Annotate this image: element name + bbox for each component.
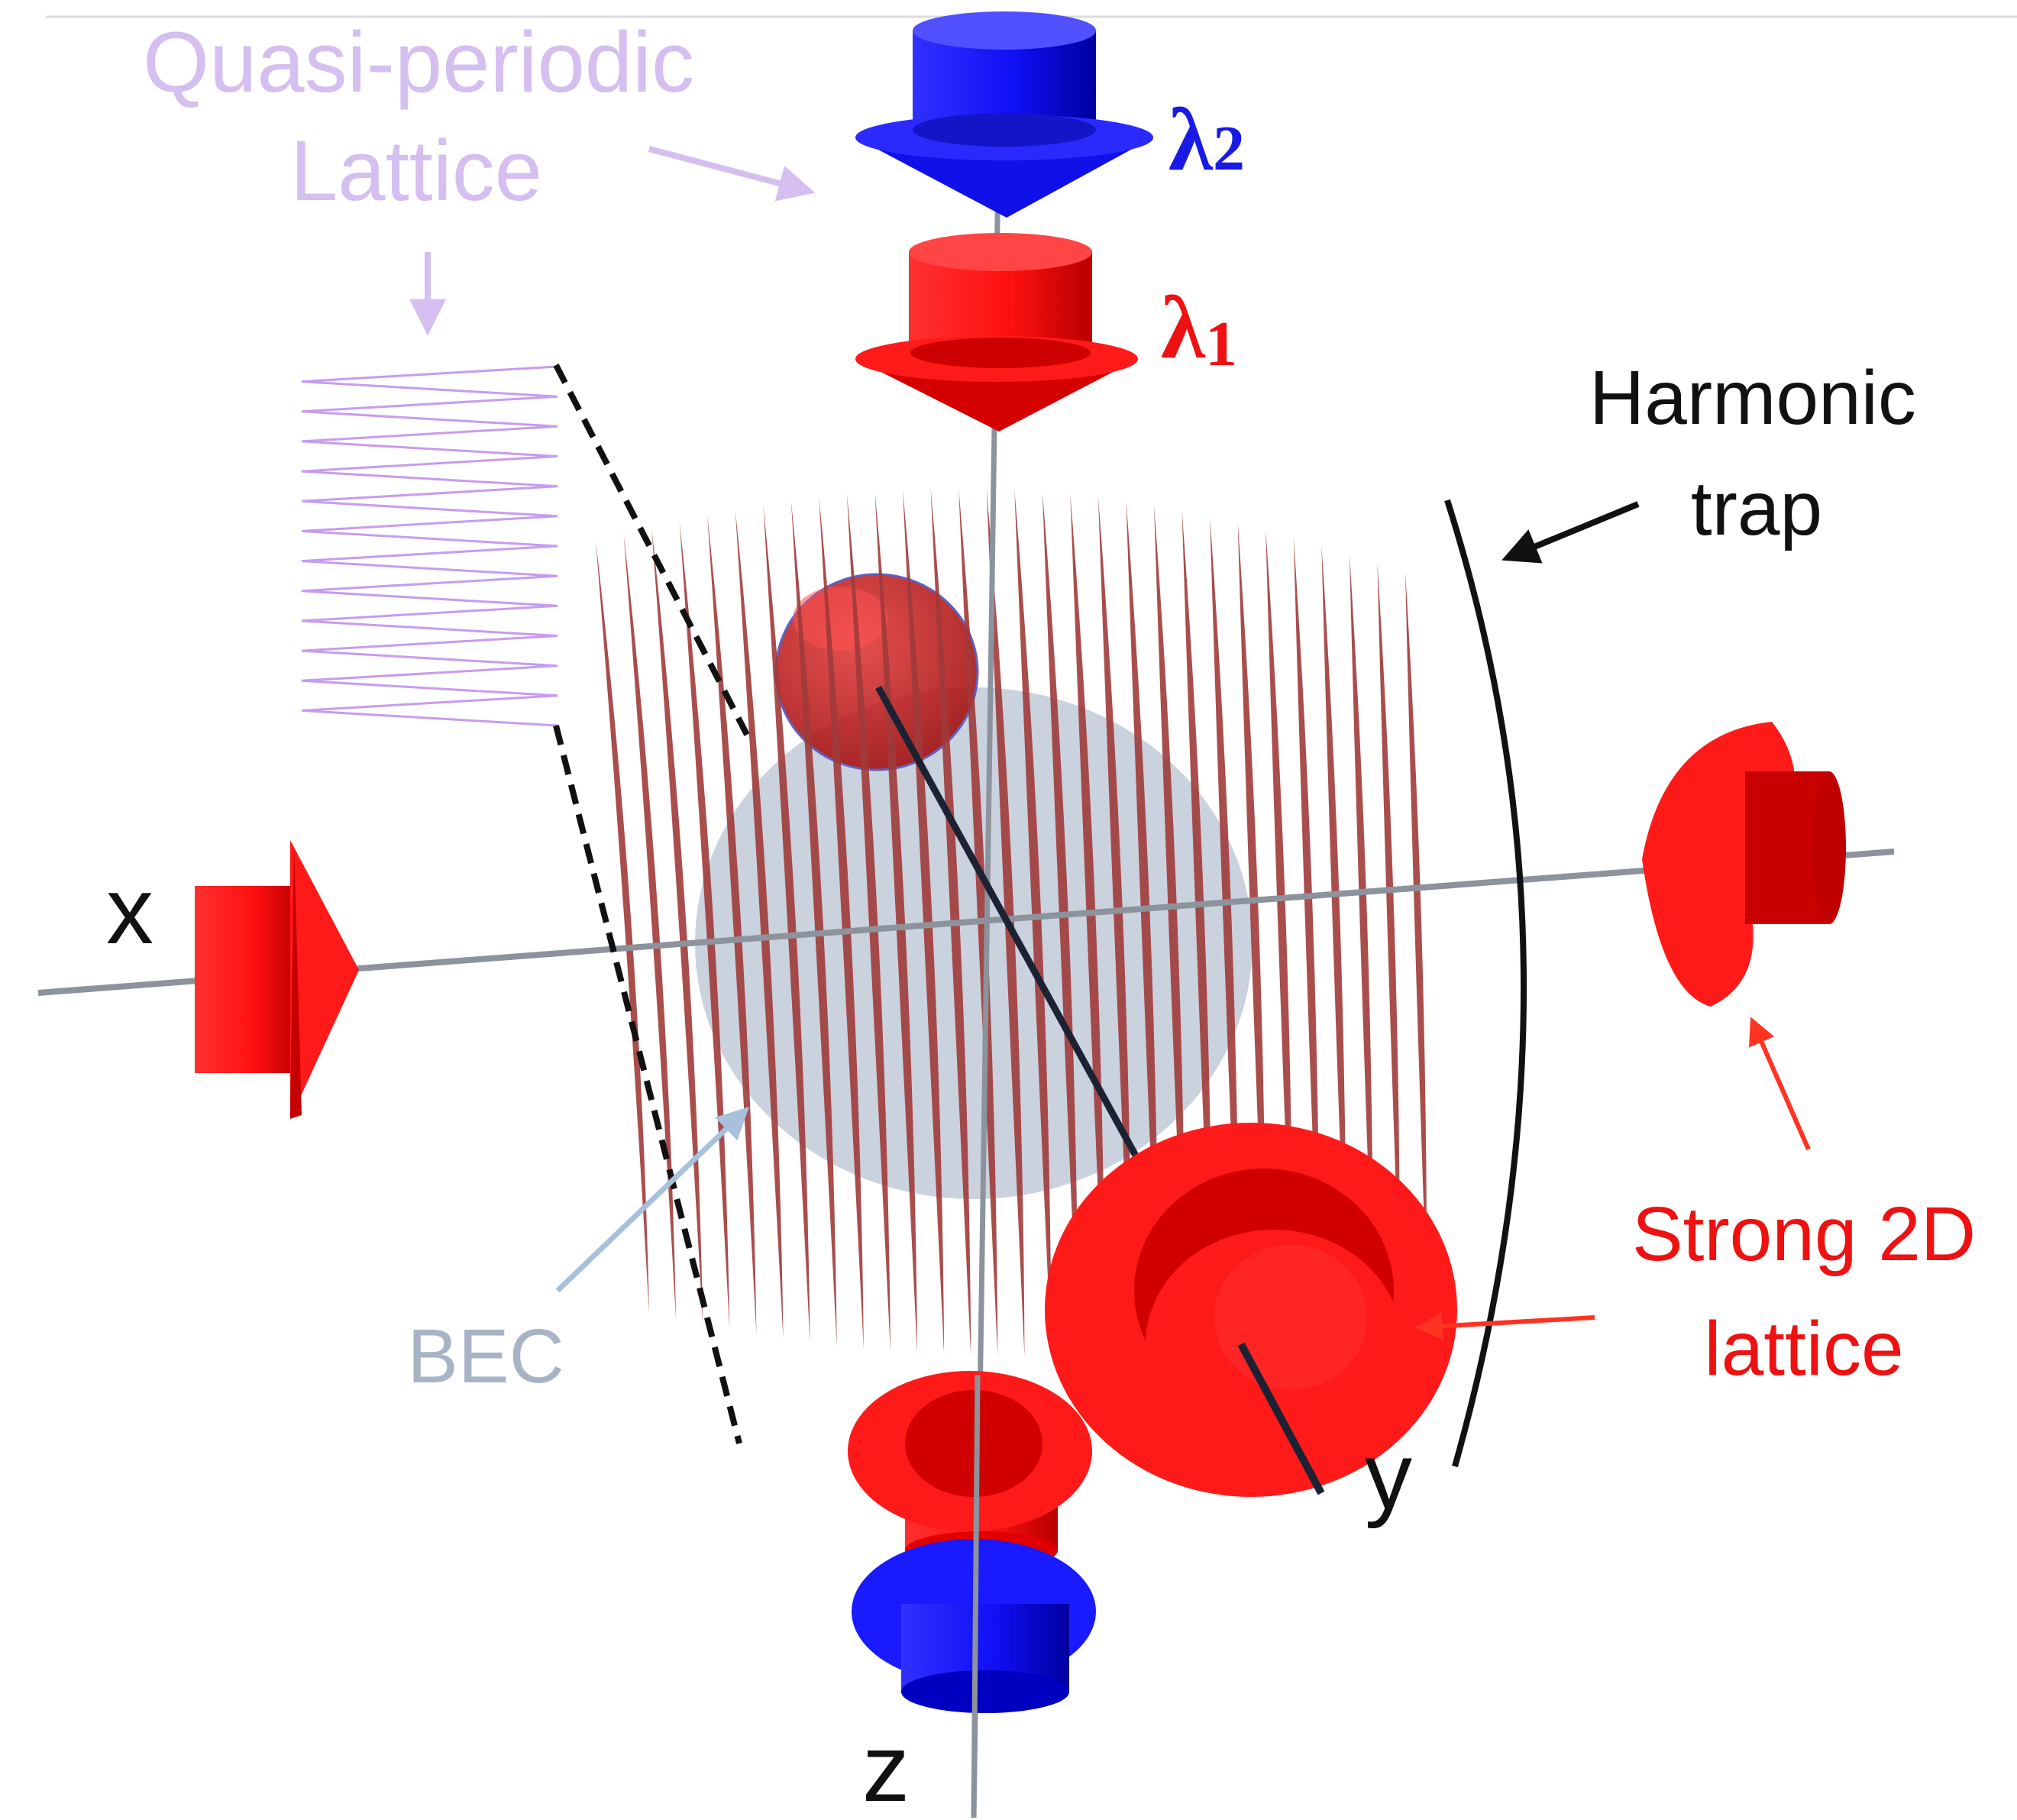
red-beam-left <box>195 840 359 1119</box>
blue-beam-top <box>855 11 1153 218</box>
harmonic-trap-arc <box>1444 499 1527 1468</box>
z-axis-label: z <box>862 1716 910 1820</box>
harmonic-label-1: Harmonic <box>1589 355 1916 441</box>
strong2d-arrow-left <box>1414 1312 1595 1340</box>
y-axis-label: y <box>1365 1424 1412 1529</box>
lattice-fringe <box>903 489 945 1356</box>
z-axis-lower <box>971 1374 981 1818</box>
bec-label: BEC <box>407 1314 564 1399</box>
bec-arrow <box>555 1107 750 1293</box>
lattice-fringe <box>1293 537 1320 1318</box>
lambda2-label: λ2 <box>1169 89 1245 189</box>
lambda1-label: λ1 <box>1161 277 1237 380</box>
lattice-fringe <box>1265 529 1293 1324</box>
lattice-fringe <box>1349 554 1373 1305</box>
lattice-fringe <box>1014 489 1052 1356</box>
strong2d-arrow-up <box>1749 1017 1811 1151</box>
red-beam-front <box>1045 1123 1457 1497</box>
lattice-fringe <box>1126 500 1159 1346</box>
lattice-fringe <box>1154 505 1186 1343</box>
dashed-guide-bottom <box>553 725 742 1444</box>
quasi-periodic-pattern <box>301 365 558 727</box>
lattice-fringe <box>1321 545 1346 1312</box>
quasi-periodic-label-2: Lattice <box>290 123 542 218</box>
lattice-fringe <box>1405 571 1427 1291</box>
lattice-fringe <box>1377 562 1400 1298</box>
lattice-fringe <box>596 541 649 1314</box>
harmonic-label-2: trap <box>1691 466 1822 551</box>
harmonic-arrow <box>1501 501 1640 564</box>
strong2d-label-1: Strong 2D <box>1632 1191 1976 1277</box>
strong2d-label-2: lattice <box>1704 1306 1903 1392</box>
red-beam-top <box>855 233 1138 432</box>
lattice-fringe <box>1042 491 1078 1354</box>
red-beam-right <box>1642 722 1846 1007</box>
quasi-periodic-label-1: Quasi-periodic <box>143 15 694 110</box>
x-axis-label: x <box>106 858 154 964</box>
dashed-guide-top <box>553 364 750 736</box>
quasi-arrow-right <box>648 146 816 202</box>
sphere-highlight <box>793 587 887 651</box>
lattice-fringe <box>1070 493 1105 1353</box>
